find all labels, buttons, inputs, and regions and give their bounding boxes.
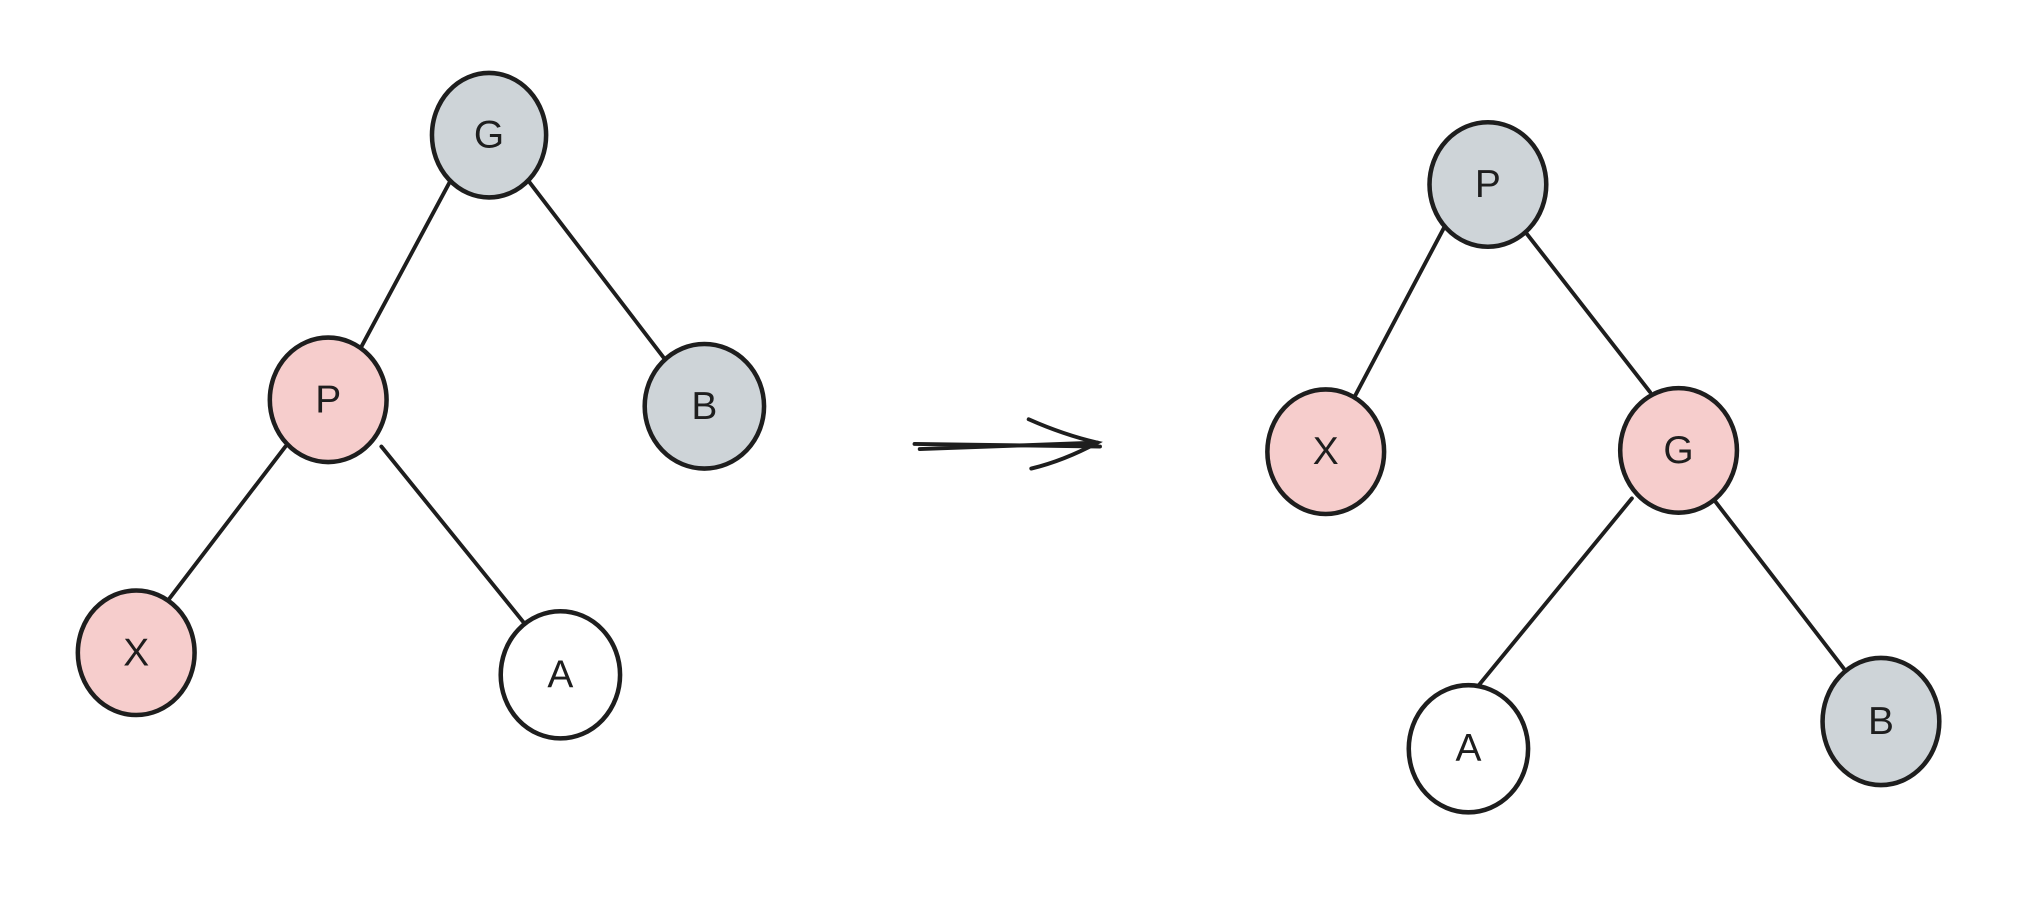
edge-g-b [1712,499,1847,672]
node-b: B [1820,655,1942,788]
tree-before: G P B X A [75,70,767,741]
right-arrow-icon [912,417,1103,471]
edge-p-x [166,444,288,602]
node-a: A [1406,682,1531,815]
node-label: G [1663,429,1693,472]
node-label: G [474,114,504,157]
node-a: A [498,608,623,741]
node-label: A [1455,727,1481,770]
edge-p-x [1351,218,1450,402]
node-label: X [123,631,149,674]
edge-p-g [1524,231,1652,394]
node-g: G [1617,385,1740,515]
node-g: G [429,70,549,200]
node-label: B [1868,700,1894,743]
node-b: B [642,341,767,471]
tree-after: P X G A B [1265,119,1942,815]
edge-g-b [527,179,667,361]
edge-p-a [379,444,527,625]
node-label: P [315,378,341,421]
node-x: X [1265,387,1387,517]
node-label: P [1475,163,1501,206]
node-label: B [691,385,717,428]
node-label: A [547,653,573,696]
node-p: P [267,335,389,465]
node-p: P [1427,119,1549,250]
node-x: X [75,588,197,718]
node-label: X [1313,430,1339,473]
edge-g-p [357,172,456,353]
edge-g-a [1476,496,1634,688]
